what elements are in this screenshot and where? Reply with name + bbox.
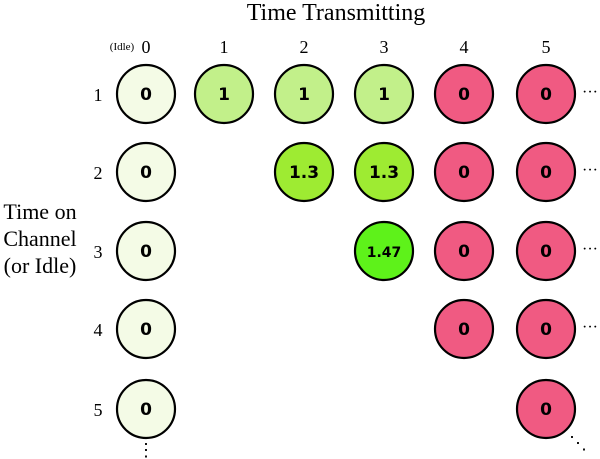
state-node-circle	[515, 63, 577, 125]
state-node: 1	[193, 63, 255, 125]
state-node: 0	[115, 63, 177, 125]
row-label: 1	[94, 85, 103, 105]
state-node-value: 1	[218, 85, 230, 105]
state-node: 0	[433, 220, 495, 282]
state-node-circle	[433, 63, 495, 125]
state-node-circle	[433, 298, 495, 360]
state-node-circle	[273, 63, 335, 125]
row-label: 3	[94, 242, 103, 262]
column-label: 5	[542, 37, 551, 57]
column-label: 1	[220, 37, 229, 57]
diagram-title: Time Transmitting	[247, 0, 426, 26]
ellipsis-right: ···	[582, 84, 598, 101]
ellipsis-right: ···	[582, 162, 598, 179]
state-node-value: 0	[540, 320, 552, 340]
column-labels: 0 1 2 3 4 5	[142, 37, 551, 57]
state-node-value: 1	[298, 85, 310, 105]
state-node: 0	[433, 298, 495, 360]
state-nodes: 0 1 1 1 0 0 0 1.3 1.3 0 0 0 1.47 0 0 0 0 0 0 0	[115, 63, 577, 440]
row-labels: 1 2 3 4 5	[94, 85, 103, 420]
state-node: 0	[515, 220, 577, 282]
state-node: 1	[273, 63, 335, 125]
state-node-circle	[433, 141, 495, 203]
state-node-value: 0	[458, 85, 470, 105]
state-node: 1.47	[353, 220, 415, 282]
state-node-circle	[353, 141, 415, 203]
ellipsis-bottom: ⋮	[137, 440, 155, 459]
row-label: 2	[94, 163, 103, 183]
state-node-circle	[115, 63, 177, 125]
state-node: 0	[515, 63, 577, 125]
y-axis-label: Time on Channel (or Idle)	[3, 199, 76, 278]
state-node-circle	[515, 298, 577, 360]
row-label: 5	[94, 400, 103, 420]
y-axis-label-line: Channel	[3, 226, 76, 251]
state-node: 1	[353, 63, 415, 125]
state-node: 1.3	[353, 141, 415, 203]
state-node: 0	[115, 378, 177, 440]
state-node-value: 1.3	[289, 163, 319, 183]
state-node: 0	[115, 220, 177, 282]
state-node: 0	[515, 298, 577, 360]
state-node-circle	[193, 63, 255, 125]
state-node: 0	[433, 141, 495, 203]
state-node-circle	[515, 378, 577, 440]
state-node-value: 1.47	[367, 245, 402, 261]
state-node-circle	[353, 63, 415, 125]
state-node-value: 0	[140, 320, 152, 340]
ellipsis-right: ···	[582, 241, 598, 258]
state-node-circle	[115, 141, 177, 203]
state-node-circle	[115, 220, 177, 282]
state-node-circle	[115, 378, 177, 440]
state-node-value: 0	[140, 163, 152, 183]
state-node-value: 0	[540, 163, 552, 183]
state-node-value: 0	[540, 85, 552, 105]
state-node-circle	[515, 141, 577, 203]
state-node-circle	[433, 220, 495, 282]
state-node-value: 0	[458, 320, 470, 340]
state-node-value: 0	[140, 85, 152, 105]
state-node: 0	[115, 141, 177, 203]
column-label: 4	[460, 37, 469, 57]
row-label: 4	[94, 320, 103, 340]
ellipsis-right: ···	[582, 319, 598, 336]
state-node-value: 1	[378, 85, 390, 105]
column-label: 3	[380, 37, 389, 57]
state-node: 0	[433, 63, 495, 125]
state-node: 0	[515, 141, 577, 203]
state-node-value: 0	[140, 400, 152, 420]
state-node-circle	[115, 298, 177, 360]
state-node-value: 0	[540, 400, 552, 420]
state-node-value: 0	[458, 163, 470, 183]
state-node-value: 0	[140, 242, 152, 262]
state-node-circle	[353, 220, 415, 282]
state-node-value: 0	[458, 242, 470, 262]
state-node: 0	[115, 298, 177, 360]
y-axis-label-line: Time on	[3, 199, 76, 224]
state-node-value: 0	[540, 242, 552, 262]
state-node: 0	[515, 378, 577, 440]
continuation-marks: ··· ··· ··· ··· ⋮ ⋱	[137, 84, 598, 459]
column-label: 2	[300, 37, 309, 57]
state-node: 1.3	[273, 141, 335, 203]
column-label: 0	[142, 37, 151, 57]
state-node-circle	[273, 141, 335, 203]
state-node-circle	[515, 220, 577, 282]
ellipsis-diagonal: ⋱	[569, 433, 587, 453]
y-axis-label-line: (or Idle)	[4, 253, 77, 278]
state-node-value: 1.3	[369, 163, 399, 183]
idle-column-label: (Idle)	[110, 41, 135, 53]
